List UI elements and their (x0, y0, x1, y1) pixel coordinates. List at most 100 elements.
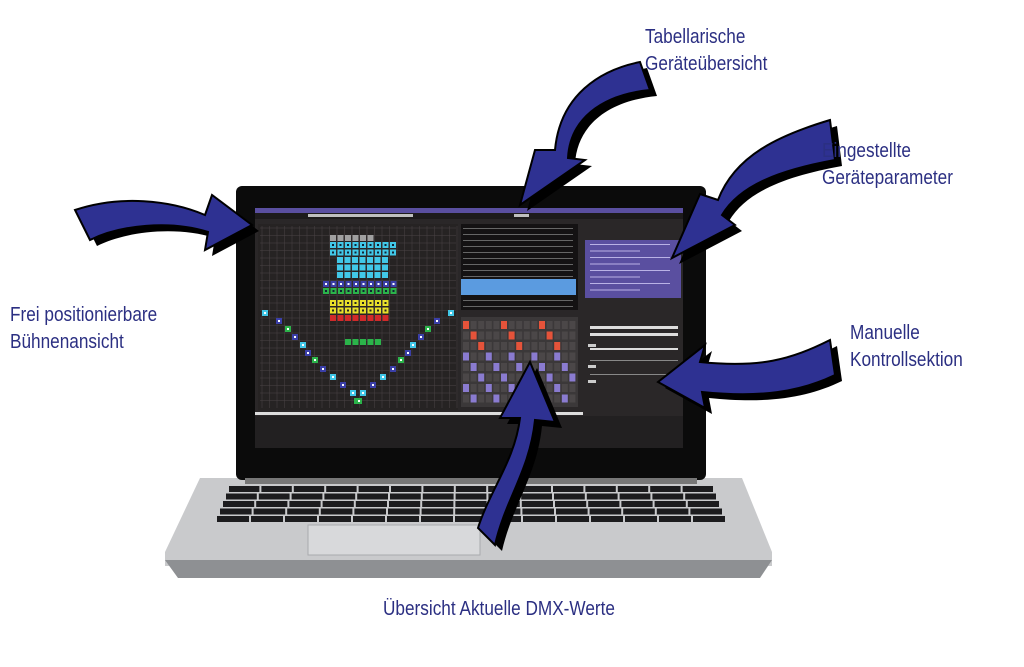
dmx-cell (539, 331, 545, 340)
table-row[interactable] (463, 276, 573, 277)
key (588, 501, 620, 507)
stage-fixture (367, 235, 374, 241)
dmx-cell (470, 321, 477, 329)
table-row[interactable] (463, 264, 573, 265)
key (326, 486, 357, 492)
dmx-cell (485, 384, 492, 392)
dmx-cell (493, 363, 500, 371)
dmx-cell (546, 331, 553, 340)
dmx-cell (531, 342, 538, 350)
stage-fixture (337, 315, 344, 321)
key (421, 508, 454, 515)
dmx-cell (485, 363, 492, 371)
key (390, 493, 421, 500)
key (520, 486, 551, 492)
dmx-cell (516, 352, 523, 361)
dmx-cell (554, 352, 561, 361)
dmx-cell (470, 352, 477, 361)
table-row[interactable] (463, 246, 573, 247)
key (553, 486, 584, 492)
dmx-cell (478, 384, 485, 392)
dmx-cell (531, 363, 538, 371)
key (455, 508, 487, 515)
label-device-parameters: Eingestellte Geräteparameter (822, 140, 953, 189)
key (623, 508, 655, 515)
table-row[interactable] (463, 258, 573, 259)
table-row[interactable] (463, 252, 573, 253)
dmx-cell (478, 321, 485, 329)
key (625, 516, 657, 522)
dmx-cell (516, 363, 523, 371)
key (291, 493, 323, 500)
stage-fixture (382, 264, 388, 271)
key (521, 501, 553, 507)
dmx-cell (539, 363, 545, 371)
dmx-cell (561, 321, 568, 329)
label-manual-control: Manuelle Kontrollsektion (850, 322, 963, 371)
arrow-to-manual-control (656, 338, 842, 414)
dmx-cell (463, 363, 469, 371)
dmx-cell (501, 342, 507, 350)
stage-fixture (367, 339, 374, 345)
dmx-cell (508, 321, 515, 329)
key (258, 493, 290, 500)
stage-fixture (360, 315, 366, 321)
dmx-cell (470, 363, 477, 371)
dmx-cell (493, 342, 500, 350)
key (261, 486, 292, 492)
arrow-to-table-overview (518, 60, 657, 211)
dmx-cell (554, 384, 561, 392)
dmx-cell (569, 394, 576, 403)
dmx-cell (478, 352, 485, 361)
stage-fixture (359, 264, 366, 271)
key (421, 516, 453, 522)
table-row[interactable] (463, 228, 573, 229)
dmx-cell (501, 352, 507, 361)
table-row[interactable] (463, 240, 573, 241)
dmx-cell (546, 342, 553, 350)
stage-fixture (374, 257, 381, 263)
dmx-cell (463, 331, 469, 340)
dmx-cell (554, 331, 561, 340)
dmx-cell (493, 331, 500, 340)
key (557, 516, 589, 522)
key (285, 516, 317, 522)
key (617, 486, 649, 492)
dmx-cell (569, 373, 576, 382)
key (687, 501, 719, 507)
table-row[interactable] (463, 306, 573, 307)
dmx-cell (554, 363, 561, 371)
key (523, 516, 555, 522)
key (354, 508, 386, 515)
table-row[interactable] (463, 270, 573, 271)
dmx-cell (470, 342, 477, 350)
stage-fixture (367, 315, 374, 321)
dmx-cell (485, 321, 492, 329)
key (287, 508, 319, 515)
stage-fixture (360, 339, 366, 345)
key (226, 493, 257, 500)
dmx-cell (546, 384, 553, 392)
stage-fixture (337, 264, 343, 271)
key (293, 486, 325, 492)
dmx-cell (493, 373, 500, 382)
dmx-cell (463, 373, 469, 382)
key (556, 508, 588, 515)
table-row[interactable] (463, 234, 573, 235)
stage-fixture (367, 264, 373, 271)
key (652, 493, 684, 500)
stage-fixture (330, 235, 336, 241)
key (357, 493, 388, 500)
key (589, 508, 622, 515)
stage-fixture (367, 272, 373, 278)
dmx-cell (463, 394, 469, 403)
key (621, 501, 653, 507)
label-stage-view: Frei positionierbare Bühnenansicht (10, 304, 158, 353)
dmx-cell (569, 363, 576, 371)
key (455, 493, 487, 500)
dmx-cell (485, 331, 492, 340)
dmx-cell (546, 373, 553, 382)
table-row[interactable] (463, 300, 573, 301)
dmx-cell (523, 342, 530, 350)
stage-fixture (382, 315, 389, 321)
